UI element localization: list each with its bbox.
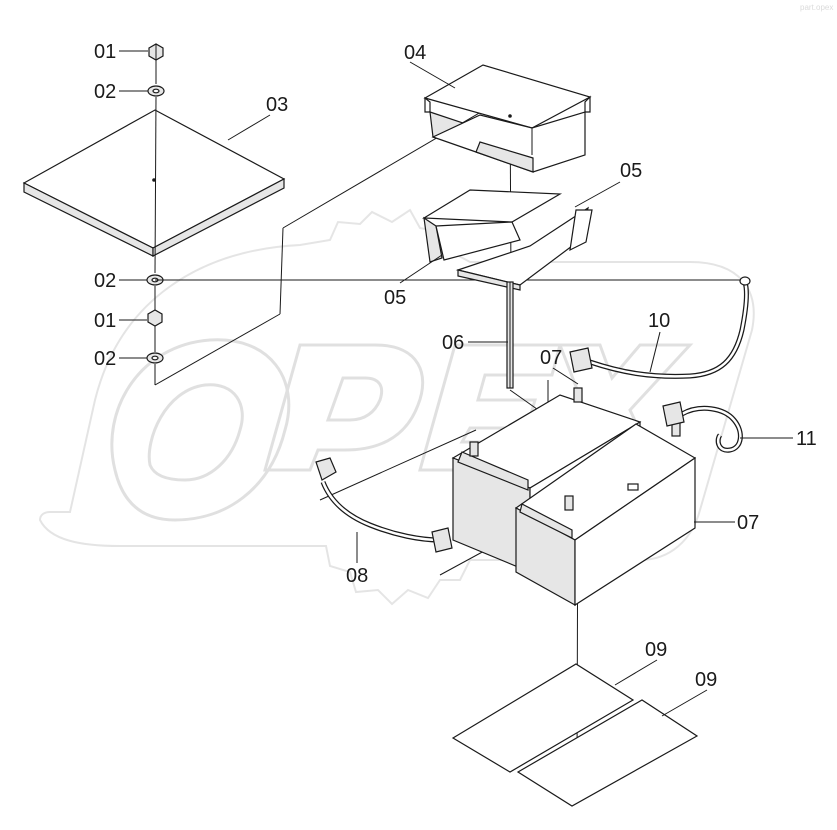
part-03-cover-plate xyxy=(22,109,286,257)
part-09-pad-upper xyxy=(451,663,635,773)
part-10-cable xyxy=(569,276,751,379)
callout-10: 10 xyxy=(648,310,670,332)
callout-02-top: 02 xyxy=(94,81,116,103)
part-05-bracket-lower xyxy=(455,206,593,291)
watermark-letter-o xyxy=(110,338,291,522)
callout-03: 03 xyxy=(266,94,288,116)
part-01-nut-top xyxy=(148,43,164,61)
part-07-battery-front xyxy=(514,421,697,607)
callout-06: 06 xyxy=(442,332,464,354)
callout-01-top: 01 xyxy=(94,41,116,63)
part-05-bracket-upper xyxy=(422,189,563,263)
watermark-gear xyxy=(38,208,755,606)
watermark-letter-p xyxy=(263,343,425,472)
callout-07-front: 07 xyxy=(737,512,759,534)
callout-02-bottom: 02 xyxy=(94,348,116,370)
part-01-nut-bottom xyxy=(147,309,163,327)
callout-labels: 01 02 03 04 05 05 02 01 02 10 06 07 11 0… xyxy=(94,41,817,691)
part-04-cross-bracket xyxy=(423,64,592,173)
part-08-cable xyxy=(315,457,453,553)
callout-05-lower: 05 xyxy=(384,287,406,309)
callout-09-lower: 09 xyxy=(695,669,717,691)
watermark-corner-text: part.opex xyxy=(800,3,833,12)
part-09-pad-lower xyxy=(516,699,699,807)
callout-05-upper: 05 xyxy=(620,160,642,182)
leader-lines xyxy=(119,50,793,717)
callout-02-middle: 02 xyxy=(94,270,116,292)
part-02-washer-top xyxy=(147,85,165,97)
callout-01-bottom: 01 xyxy=(94,310,116,332)
part-06-rod xyxy=(506,281,514,389)
opex-watermark: part.opex xyxy=(38,3,833,606)
callout-04: 04 xyxy=(404,42,426,64)
callout-09-upper: 09 xyxy=(645,639,667,661)
callout-07-rear: 07 xyxy=(540,347,562,369)
callout-11: 11 xyxy=(796,428,817,450)
part-02-washer-bottom xyxy=(146,352,164,364)
part-11-cable xyxy=(662,401,743,453)
callout-08: 08 xyxy=(346,565,368,587)
